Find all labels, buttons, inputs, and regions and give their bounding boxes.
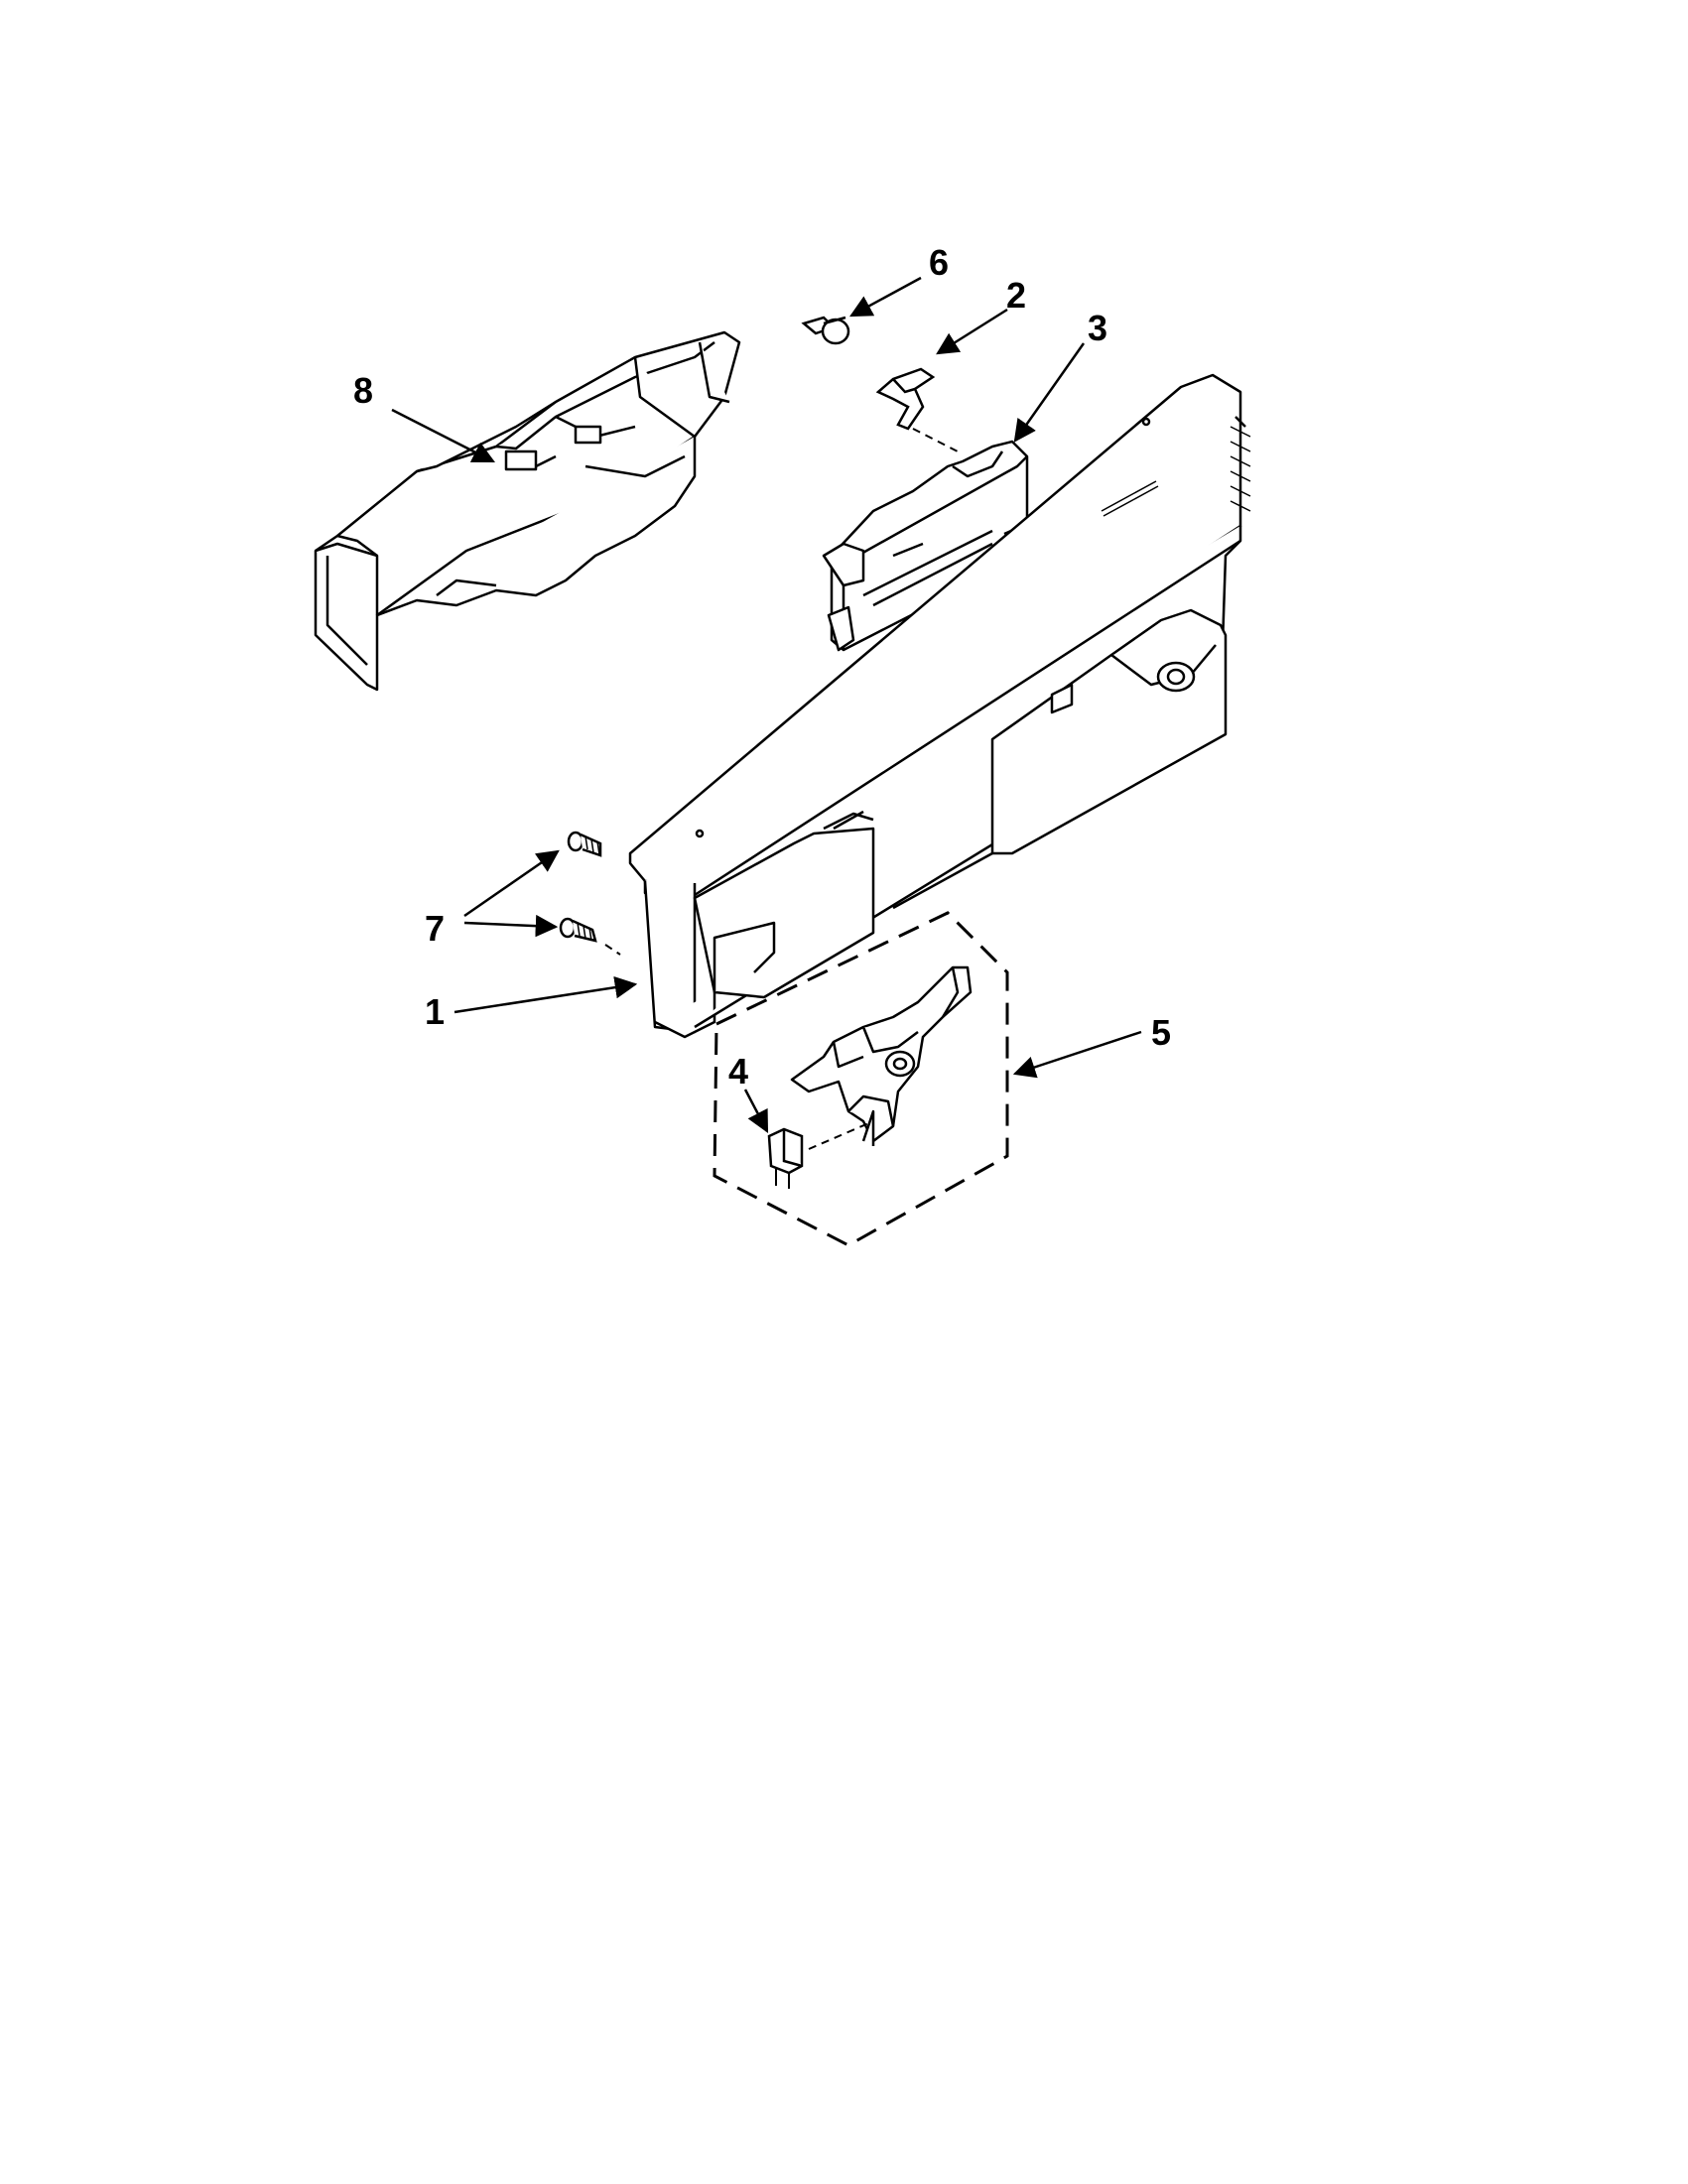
arrow-7b (463, 914, 559, 938)
arrow-2 (936, 308, 1008, 355)
label-3: 3 (1088, 308, 1107, 348)
part-4-switch (767, 1127, 804, 1189)
label-4: 4 (728, 1051, 748, 1092)
label-1: 1 (425, 991, 445, 1032)
part-6-component (801, 316, 850, 345)
arrow-1 (454, 975, 638, 1014)
part-1-control-panel (628, 373, 1251, 1039)
part-8-housing (314, 330, 741, 692)
arrow-5 (1012, 1030, 1142, 1079)
part-5-assembly-outline (713, 911, 1009, 1247)
alignment-lines (604, 428, 959, 1150)
leader-arrows (391, 276, 1142, 1133)
label-2: 2 (1006, 275, 1026, 316)
label-5: 5 (1151, 1012, 1171, 1053)
part-7-screw-upper (567, 831, 602, 857)
label-8: 8 (353, 370, 373, 411)
part-5-latch (790, 965, 973, 1146)
part-7-screw-lower (559, 917, 597, 943)
arrow-3 (1013, 342, 1086, 443)
part-2-clip (875, 367, 936, 431)
part-3-board (822, 440, 1029, 652)
arrow-4 (743, 1089, 769, 1133)
label-7: 7 (425, 908, 445, 949)
label-6: 6 (929, 242, 949, 283)
arrow-8 (391, 408, 496, 463)
arrow-6 (849, 276, 922, 318)
arrow-7a (463, 849, 560, 918)
